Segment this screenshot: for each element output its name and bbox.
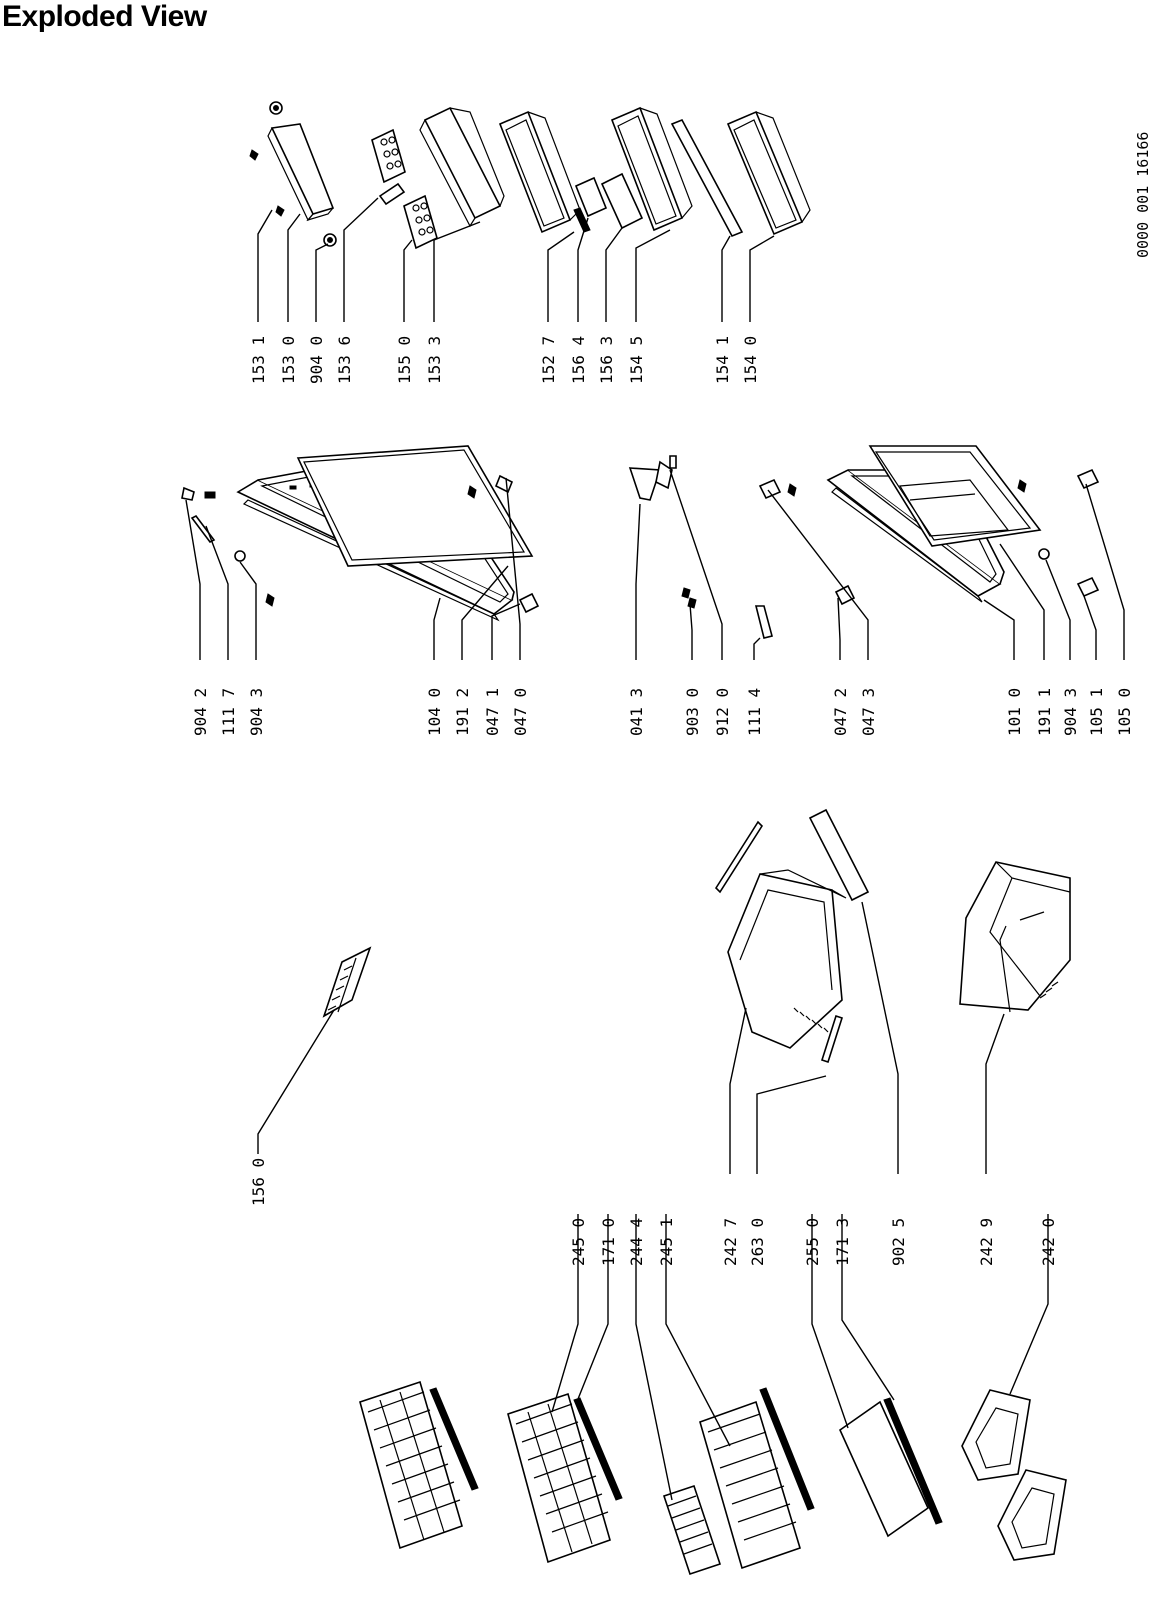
part-label: 156 3 [597, 336, 616, 384]
part-label: 242 7 [721, 1218, 740, 1266]
part-label: 903 0 [683, 688, 702, 736]
part-label: 245 1 [657, 1218, 676, 1266]
part-label: 904 3 [1061, 688, 1080, 736]
fridge-door-illustration [758, 445, 1100, 606]
egg-tray-illustration [371, 128, 438, 250]
crisper-assembly-illustration [714, 808, 870, 1064]
part-label: 242 0 [1039, 1218, 1058, 1266]
part-label: 154 0 [741, 336, 760, 384]
part-label: 242 9 [977, 1218, 996, 1266]
leader-lines [185, 197, 1125, 1501]
part-label: 101 0 [1005, 688, 1024, 736]
part-label: 156 4 [569, 336, 588, 384]
part-label: 912 0 [713, 688, 732, 736]
part-labels-column-3: 904 2 111 7 904 3 104 0 191 2 047 1 047 … [191, 688, 1134, 736]
part-labels-column-4: 153 1 153 0 904 0 153 6 155 0 153 3 152 … [249, 336, 760, 384]
part-label: 047 0 [511, 688, 530, 736]
page-title: Exploded View [2, 0, 207, 33]
freezer-door-illustration [181, 445, 540, 622]
part-labels-column-1: 156 0 [249, 1158, 268, 1206]
part-label: 245 0 [569, 1218, 588, 1266]
door-shelf-large-illustration [419, 106, 505, 228]
part-label: 904 2 [191, 688, 210, 736]
part-label: 171 0 [599, 1218, 618, 1266]
part-label: 244 4 [627, 1218, 646, 1266]
part-label: 047 3 [859, 688, 878, 736]
part-label: 105 0 [1115, 688, 1134, 736]
glass-shelf-illustration [838, 1397, 943, 1538]
part-label: 255 0 [803, 1218, 822, 1266]
part-label: 191 1 [1035, 688, 1054, 736]
part-label: 111 7 [219, 688, 238, 736]
part-label: 153 0 [279, 336, 298, 384]
door-shelf-small-illustration [249, 101, 337, 247]
part-label: 904 0 [307, 336, 326, 384]
part-label: 153 6 [335, 336, 354, 384]
freezer-drawers-illustration [961, 1389, 1067, 1561]
part-label: 153 3 [425, 336, 444, 384]
part-label: 152 7 [539, 336, 558, 384]
part-label: 111 4 [745, 688, 764, 736]
part-label: 156 0 [249, 1158, 268, 1206]
part-label: 041 3 [627, 688, 646, 736]
part-label: 902 5 [889, 1218, 908, 1266]
part-label: 154 5 [627, 336, 646, 384]
hinge-illustration [628, 455, 773, 639]
part-label: 047 1 [483, 688, 502, 736]
drawing-number: 0000 001 16166 [1134, 132, 1152, 258]
crisper-bin-illustration [959, 861, 1071, 1013]
part-label: 155 0 [395, 336, 414, 384]
part-label: 263 0 [748, 1218, 767, 1266]
ice-tray-illustration [322, 946, 372, 1018]
part-label: 171 3 [833, 1218, 852, 1266]
part-label: 104 0 [425, 688, 444, 736]
wire-shelves-illustration [359, 1380, 815, 1576]
part-label: 047 2 [831, 688, 850, 736]
door-balcony-illustrations [498, 106, 811, 238]
part-label: 105 1 [1087, 688, 1106, 736]
part-label: 191 2 [453, 688, 472, 736]
part-label: 153 1 [249, 336, 268, 384]
part-label: 904 3 [247, 688, 266, 736]
part-label: 154 1 [713, 336, 732, 384]
part-labels-column-2: 245 0 171 0 244 4 245 1 242 7 263 0 255 … [569, 1218, 1058, 1266]
